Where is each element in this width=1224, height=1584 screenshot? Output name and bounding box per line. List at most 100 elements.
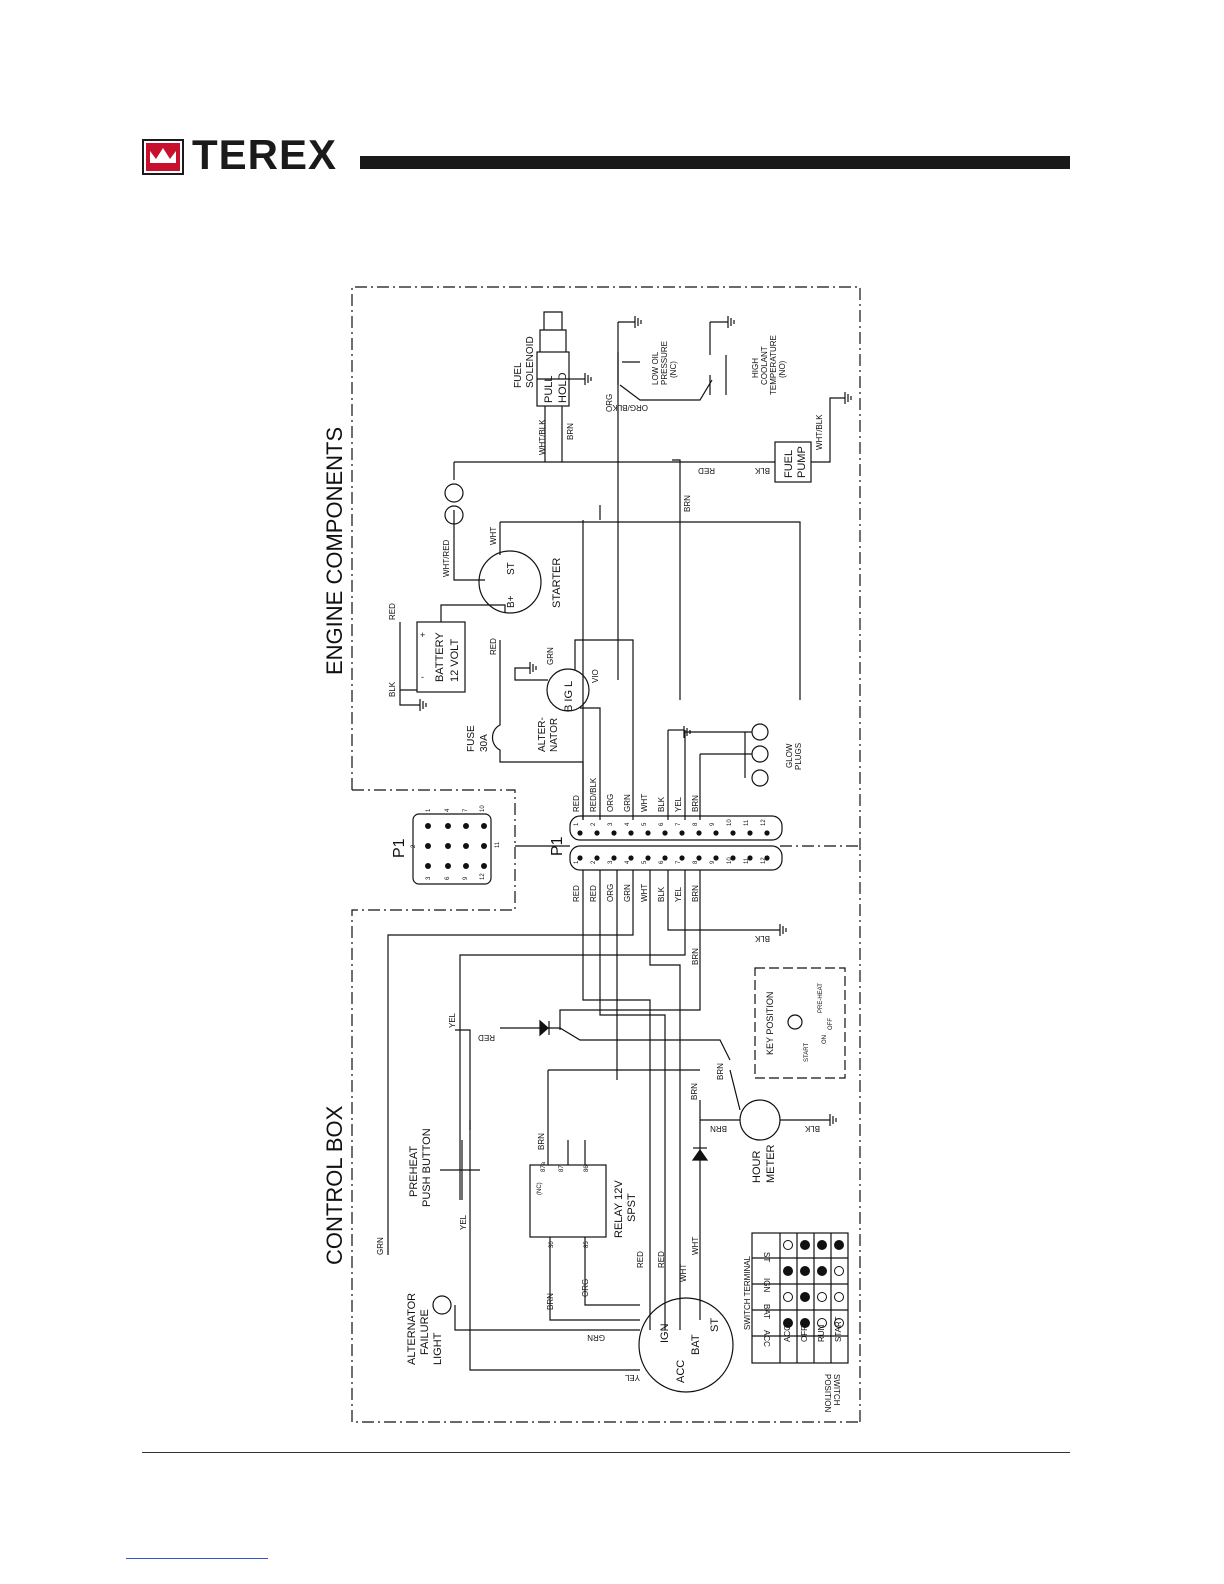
p1-upper-wire-1: RED <box>572 795 581 812</box>
relay-label-1: RELAY 12V <box>613 1180 625 1238</box>
p1-small-pin-dot-0-2 <box>425 863 431 869</box>
p1-lower-pin-12: 12 <box>761 857 767 864</box>
key-position-box <box>754 967 846 1079</box>
relay-box <box>529 1164 607 1238</box>
p1-small-pin-7: 7 <box>463 808 469 812</box>
p1-pin-dot-upper-7 <box>679 830 685 836</box>
terex-crown-logo-icon <box>142 139 184 175</box>
p1-small-pin-dot-0-1 <box>425 843 431 849</box>
page-header: TEREX <box>0 0 1224 200</box>
alt-fail-label-2: FAILURE <box>419 1309 431 1355</box>
p1-lower-wire-3: ORG <box>606 884 615 902</box>
p1-upper-pin-12: 12 <box>761 819 767 826</box>
footer-rule <box>142 1452 1070 1453</box>
p1-small-pin-11: 11 <box>495 841 501 848</box>
p1-upper-pin-1: 1 <box>574 822 580 826</box>
switch-cell-st-start <box>834 1240 844 1250</box>
p1-small-pin-dot-2-1 <box>463 843 469 849</box>
wire-blk-pump: BLK <box>754 466 770 475</box>
p1-pin-dot-lower-2 <box>594 855 600 861</box>
p1-small-pin-3: 3 <box>426 876 432 880</box>
key-start-label: START <box>804 1043 810 1062</box>
battery-minus: - <box>421 672 424 682</box>
control-box-title: CONTROL BOX <box>322 1105 347 1265</box>
switch-cell-acc-acc <box>783 1318 793 1328</box>
battery-label-1: BATTERY <box>434 632 446 682</box>
p1-pin-dot-lower-8 <box>696 855 702 861</box>
p1-pin-dot-upper-1 <box>577 830 583 836</box>
p1-pin-dot-upper-10 <box>730 830 736 836</box>
p1-upper-pin-11: 11 <box>744 819 750 826</box>
engine-boundary <box>351 286 861 1423</box>
alternator-label-2: NATOR <box>549 718 560 752</box>
p1-upper-wire-4: GRN <box>623 794 632 812</box>
key-preheat-label: PRE-HEAT <box>818 983 824 1013</box>
switch-position-label-2: POSITION <box>823 1374 832 1412</box>
p1-lower-wire-6: BLK <box>657 886 666 902</box>
fuel-solenoid-label-1: FUEL <box>513 362 524 388</box>
relay-pin-30: 30 <box>549 1241 555 1248</box>
wire-wht-blk-1: WHT/BLK <box>538 419 547 455</box>
p1-lower-pin-10: 10 <box>727 857 733 864</box>
footer-link-underline <box>126 1558 268 1559</box>
p1-small-pin-dot-3-2 <box>481 863 487 869</box>
p1-lower-pin-4: 4 <box>625 860 631 864</box>
high-coolant-label-1: HIGH <box>751 358 760 378</box>
low-oil-label-1: LOW OIL <box>651 351 660 385</box>
wire-grn-alt: GRN <box>546 647 555 665</box>
wire-red-pump: RED <box>698 466 715 475</box>
p1-upper-wire-7: YEL <box>674 796 683 812</box>
p1-lower-pin-5: 5 <box>642 860 648 864</box>
alternator-label-1: ALTER- <box>537 717 548 752</box>
wire-brn-lower: BRN <box>691 948 700 965</box>
p1-pin-dot-lower-6 <box>662 855 668 861</box>
switch-cell-bat-off <box>800 1292 810 1302</box>
wire-grn-sw: GRN <box>587 1333 605 1342</box>
p1-pin-dot-lower-7 <box>679 855 685 861</box>
wire-brn-1: BRN <box>566 423 575 440</box>
switch-terminal-acc: ACC <box>762 1330 771 1347</box>
switch-cell-ign-run <box>817 1266 827 1276</box>
p1-upper-pin-9: 9 <box>710 822 716 826</box>
alternator-terminals: B IG L <box>563 681 575 712</box>
p1-upper-pin-10: 10 <box>727 819 733 826</box>
wire-brn-hm-2: BRN <box>690 1083 699 1100</box>
wire-org-sw: ORG <box>581 1279 590 1297</box>
wire-wht-red: WHT/RED <box>442 539 451 577</box>
switch-terminal-bat: BAT <box>762 1304 771 1319</box>
relay-pin-87a: 87a <box>541 1161 547 1172</box>
p1-label-main: P1 <box>549 836 566 856</box>
hour-meter <box>739 1099 781 1141</box>
ignition-bat: BAT <box>690 1334 702 1355</box>
switch-position-off: OFF <box>800 1326 809 1342</box>
low-oil-label-2: PRESSURE <box>660 341 669 385</box>
battery-plus: + <box>420 630 425 640</box>
p1-upper-connector <box>569 815 783 841</box>
relay-nc-label: (NC) <box>537 1182 543 1195</box>
p1-lower-wire-2: RED <box>589 885 598 902</box>
switch-position-start: START <box>834 1316 843 1342</box>
fuel-solenoid-label-2: SOLENOID <box>525 336 536 388</box>
wire-red-sw-1: RED <box>636 1251 645 1268</box>
low-oil-label-3: (NC) <box>669 361 678 378</box>
switch-position-acc: ACC <box>783 1325 792 1342</box>
pull-label: PULL <box>543 375 555 403</box>
relay-pin-86: 86 <box>584 1165 590 1172</box>
p1-lower-wire-5: WHT <box>640 884 649 902</box>
p1-upper-pin-8: 8 <box>693 822 699 826</box>
p1-lower-pin-2: 2 <box>591 860 597 864</box>
wire-yel-preheat: YEL <box>459 1214 468 1230</box>
p1-upper-pin-4: 4 <box>625 822 631 826</box>
p1-lower-connector <box>569 845 783 871</box>
p1-small-pin-2: 2 <box>411 844 417 848</box>
fuel-pump-label-2: PUMP <box>796 446 808 478</box>
wire-blk-hm: BLK <box>804 1124 820 1133</box>
switch-terminal-st: ST <box>762 1252 771 1262</box>
hold-label: HOLD <box>557 372 569 403</box>
wire-brn-hm-1: BRN <box>716 1063 725 1080</box>
p1-small-pin-dot-0-0 <box>425 823 431 829</box>
key-off-label: OFF <box>828 1018 834 1030</box>
switch-cell-ign-acc <box>783 1266 793 1276</box>
p1-pin-dot-lower-10 <box>730 855 736 861</box>
